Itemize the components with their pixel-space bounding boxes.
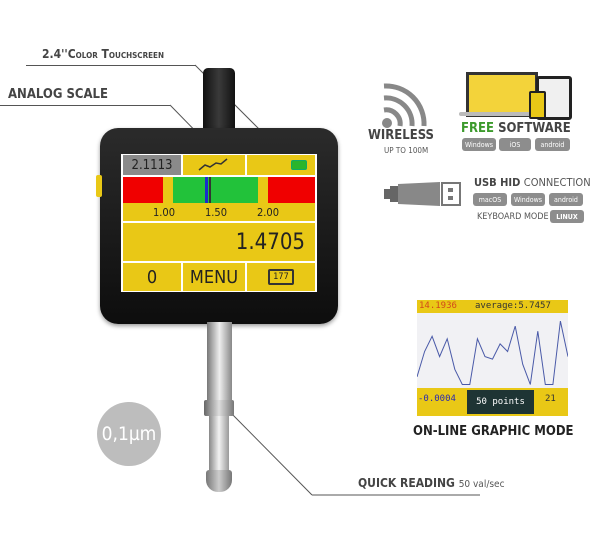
graphic-mode-caption: ON-LINE GRAPHIC MODE (413, 424, 574, 439)
zero-button[interactable]: 0 (123, 263, 181, 291)
main-reading: 1.4705 (123, 223, 315, 261)
resolution-badge: 0,1µm (97, 402, 161, 466)
connection-label: CONNECTION (523, 176, 591, 189)
point-count: 21 (545, 394, 556, 404)
graph-line (416, 320, 569, 385)
good-tolerance-zone (173, 177, 258, 203)
wifi-icon (382, 83, 427, 128)
status-cell (247, 155, 315, 175)
stem-lower (209, 416, 229, 478)
scale-labels: 1.00 1.50 2.00 (123, 203, 315, 221)
stem-collar (204, 400, 234, 416)
graphic-mode-screen: 14.1936 average:5.7457 -0.0004 50 points… (416, 300, 569, 416)
scale-label: 2.00 (257, 205, 280, 219)
trend-button[interactable] (183, 155, 245, 175)
points-button[interactable]: 50 points (467, 390, 534, 414)
scale-label: 1.00 (153, 205, 176, 219)
android-badge: android (549, 193, 583, 206)
upper-tolerance-zone (268, 177, 315, 203)
memory-button[interactable]: 177 (247, 263, 315, 291)
menu-button[interactable]: MENU (183, 263, 245, 291)
battery-icon (291, 160, 307, 170)
keyboard-mode-label: KEYBOARD MODE (477, 212, 549, 222)
software-label: SOFTWARE (498, 121, 571, 136)
macos-badge: macOS (473, 193, 507, 206)
windows-badge: Windows (462, 138, 496, 151)
linux-badge: LINUX (550, 210, 584, 223)
phone-image (529, 91, 546, 119)
graph-plot (416, 313, 569, 388)
contact-tip (206, 470, 232, 492)
quick-reading-rate: 50 val/sec (458, 479, 505, 490)
previous-value: 2.1113 (123, 155, 181, 175)
min-value: -0.0004 (418, 394, 456, 404)
usb-plug-icon (384, 182, 461, 206)
touchscreen-callout: 2.4''Color Touchscreen (42, 47, 164, 61)
wireless-range: UP TO 100M (384, 146, 429, 155)
average-value: average:5.7457 (475, 301, 551, 311)
laptop-base (459, 112, 541, 116)
touchscreen[interactable]: 2.1113 1.00 1.50 2.00 1.4705 0 MENU 177 (121, 154, 317, 292)
laptop-image (466, 72, 538, 117)
series-line (416, 320, 569, 385)
ios-badge: iOS (499, 138, 531, 151)
callout-line (0, 105, 170, 106)
usb-title: USB HID CONNECTION (474, 176, 591, 189)
free-label: FREE (461, 121, 494, 136)
spindle-cap (203, 68, 235, 132)
stem (207, 322, 232, 402)
analog-scale (123, 177, 315, 203)
pointer (205, 177, 208, 203)
windows-badge: Windows (511, 193, 545, 206)
analog-scale-callout: ANALOG SCALE (8, 87, 108, 102)
usb-hid-label: USB HID (474, 176, 521, 189)
wireless-title: WIRELESS (368, 128, 434, 143)
nominal-mark (209, 177, 211, 203)
quick-reading-callout: QUICK READING 50 val/sec (358, 476, 505, 490)
max-value: 14.1936 (419, 301, 457, 311)
scale-label: 1.50 (205, 205, 228, 219)
line-chart-icon (198, 158, 228, 171)
folder-icon: 177 (268, 269, 294, 285)
callout-line (26, 65, 196, 66)
quick-reading-label: QUICK READING (358, 476, 455, 490)
android-badge: android (535, 138, 570, 151)
software-title: FREE SOFTWARE (461, 121, 571, 136)
side-button[interactable] (96, 175, 102, 197)
lower-tolerance-zone (123, 177, 163, 203)
